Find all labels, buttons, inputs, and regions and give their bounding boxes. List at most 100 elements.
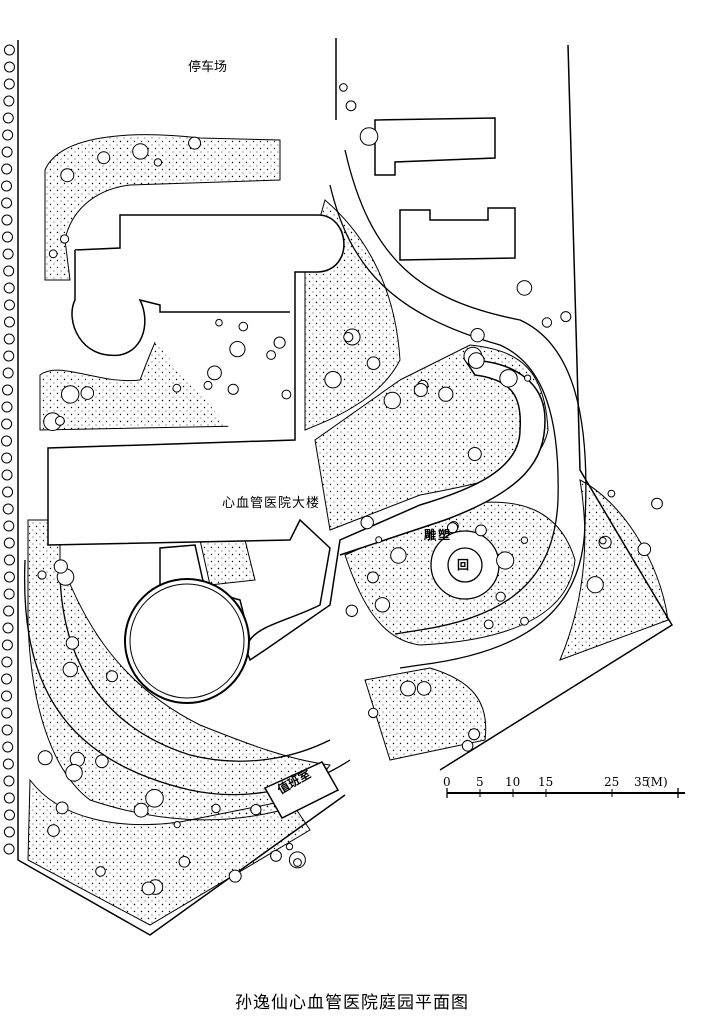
sculpture-label: 雕塑 <box>424 528 453 542</box>
main-building-label: 心血管医院大楼 <box>222 496 321 511</box>
tree <box>203 380 213 390</box>
tree <box>270 850 282 862</box>
scale-tick-10: 10 <box>505 775 521 789</box>
tree <box>250 804 262 816</box>
tree <box>132 143 149 160</box>
tree <box>366 356 381 371</box>
row-tree <box>3 537 15 549</box>
tree <box>651 497 663 510</box>
tree <box>324 371 342 389</box>
tree <box>359 127 379 146</box>
row-tree <box>3 775 15 787</box>
tree <box>188 136 202 150</box>
tree <box>65 636 80 650</box>
tree <box>339 83 348 92</box>
tree <box>62 661 79 678</box>
tree <box>95 754 109 769</box>
tree <box>273 336 286 349</box>
tree <box>293 858 302 867</box>
tree <box>560 311 572 323</box>
parking-label: 停车场 <box>188 60 228 75</box>
tree <box>211 803 221 814</box>
tree <box>47 824 60 837</box>
row-tree <box>1 163 13 175</box>
tree <box>541 317 553 328</box>
tree <box>60 234 70 244</box>
row-tree <box>1 180 13 192</box>
tree <box>467 447 482 461</box>
tree <box>416 681 432 696</box>
scale-tick-0: 0 <box>443 775 451 789</box>
tree <box>366 571 379 584</box>
scale-unit: (M) <box>646 775 668 789</box>
tree <box>178 856 191 868</box>
row-tree <box>3 44 15 56</box>
row-tree <box>1 231 13 243</box>
tree <box>438 386 454 402</box>
row-tree <box>2 486 14 498</box>
main-building-outline <box>47 214 546 662</box>
row-tree <box>1 639 13 651</box>
row-tree <box>3 333 15 345</box>
tree <box>37 750 53 766</box>
tree <box>368 707 379 719</box>
tree <box>55 801 69 815</box>
tree <box>383 391 401 410</box>
row-tree <box>1 707 13 719</box>
auxiliary-buildings <box>374 117 516 261</box>
row-tree <box>3 265 15 277</box>
tree <box>145 789 164 808</box>
row-tree <box>1 197 13 209</box>
tree <box>461 740 474 752</box>
row-tree <box>1 146 13 158</box>
row-tree <box>1 435 13 447</box>
row-tree <box>3 95 15 107</box>
row-tree <box>3 78 15 90</box>
tree <box>496 551 515 570</box>
row-tree <box>1 401 13 413</box>
row-tree <box>2 741 14 753</box>
scale-tick-25: 25 <box>604 775 620 789</box>
tree <box>520 616 529 626</box>
scale-tick-15: 15 <box>538 775 554 789</box>
tree <box>599 537 607 545</box>
row-tree <box>2 622 14 634</box>
tree <box>520 536 529 544</box>
row-tree <box>2 367 14 379</box>
tree <box>374 597 391 613</box>
row-tree <box>3 61 15 73</box>
row-tree <box>2 758 14 770</box>
row-tree <box>3 605 15 617</box>
tree <box>207 365 222 381</box>
row-tree <box>3 520 15 532</box>
tree <box>375 536 383 544</box>
tree <box>413 383 428 397</box>
tree <box>285 842 294 851</box>
tree <box>238 321 249 332</box>
boundary-tree-row <box>1 44 15 855</box>
tree <box>37 570 47 580</box>
tree <box>60 385 80 404</box>
tree <box>80 386 95 400</box>
row-tree <box>1 214 13 226</box>
tree <box>266 350 277 360</box>
row-tree <box>1 724 13 736</box>
scale-tick-5: 5 <box>476 775 484 789</box>
tree <box>475 524 487 537</box>
tree <box>607 489 616 498</box>
row-tree <box>1 418 13 430</box>
tree <box>516 280 533 296</box>
row-tree <box>1 690 13 702</box>
row-tree <box>3 282 15 294</box>
sculpture-plaza <box>430 530 500 600</box>
row-tree <box>3 792 15 804</box>
row-tree <box>3 809 15 821</box>
tree <box>470 328 485 343</box>
tree <box>499 369 518 388</box>
tree <box>495 591 506 602</box>
row-tree <box>3 554 15 566</box>
row-tree <box>2 112 14 124</box>
tree <box>360 515 374 530</box>
row-tree <box>1 452 13 464</box>
tree <box>468 352 485 369</box>
